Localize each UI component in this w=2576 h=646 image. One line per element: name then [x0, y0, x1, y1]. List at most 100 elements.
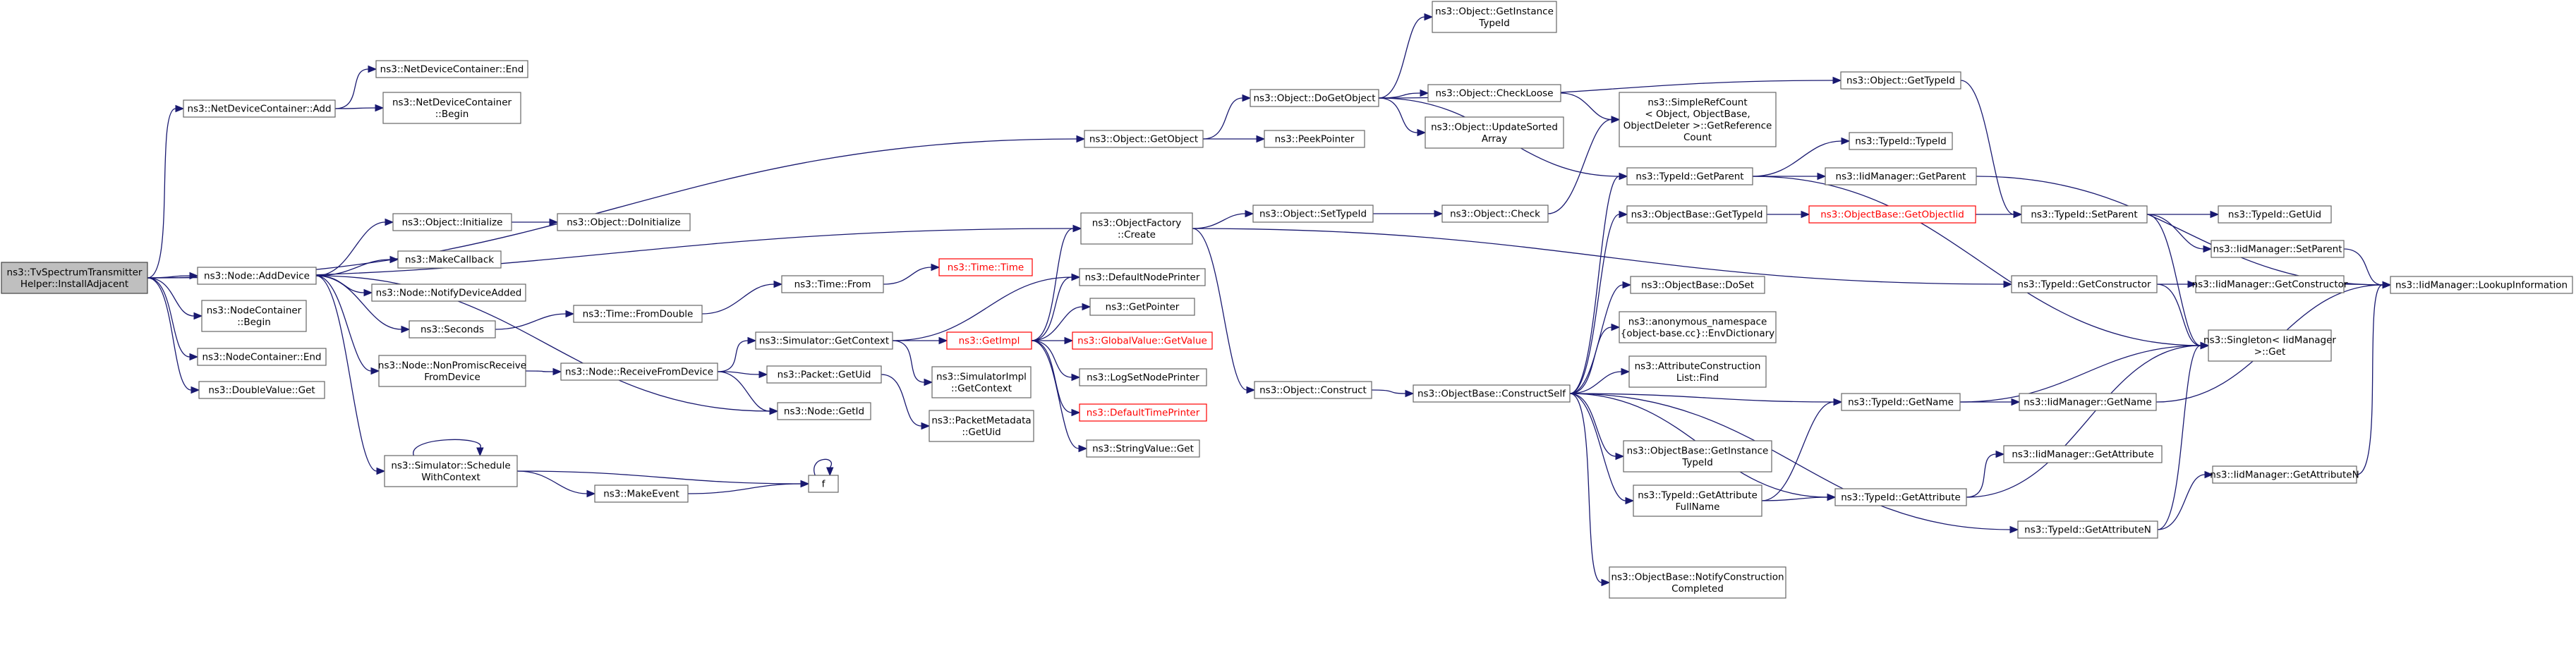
call-edge	[1569, 393, 1611, 587]
function-node-node-container-end[interactable]: ns3::NodeContainer::End	[197, 348, 327, 366]
function-node-sim-get-context[interactable]: ns3::Simulator::GetContext	[755, 331, 893, 350]
function-node-obj-initialize[interactable]: ns3::Object::Initialize	[392, 213, 512, 231]
function-node-log-set-node-printer[interactable]: ns3::LogSetNodePrinter	[1079, 368, 1207, 386]
function-node-ndc-end[interactable]: ns3::NetDeviceContainer::End	[375, 60, 528, 78]
function-node-obj-get-type-id[interactable]: ns3::Object::GetTypeId	[1840, 71, 1961, 90]
function-node-iid-get-attribute[interactable]: ns3::IidManager::GetAttribute	[2003, 445, 2163, 463]
function-node-node-add-device[interactable]: ns3::Node::AddDevice	[197, 267, 317, 285]
function-node-type-id-get-constructor[interactable]: ns3::TypeId::GetConstructor	[2011, 275, 2158, 293]
node-box	[1630, 276, 1765, 294]
function-node-construct-self[interactable]: ns3::ObjectBase::ConstructSelf	[1413, 384, 1571, 403]
function-node-iid-get-constructor[interactable]: ns3::IidManager::GetConstructor	[2192, 275, 2348, 293]
function-node-seconds[interactable]: ns3::Seconds	[409, 320, 496, 339]
edge-arrowhead	[1801, 210, 1810, 219]
node-label-line: ns3::Simulator::GetContext	[759, 336, 889, 347]
function-node-iid-set-parent[interactable]: ns3::IidManager::SetParent	[2211, 240, 2345, 258]
node-box	[1252, 205, 1374, 223]
function-node-time-from[interactable]: ns3::Time::From	[781, 275, 884, 293]
function-node-type-id-type-id[interactable]: ns3::TypeId::TypeId	[1849, 132, 1953, 150]
edge-arrowhead	[1995, 450, 2005, 458]
function-node-node-container-begin[interactable]: ns3::NodeContainer::Begin	[201, 300, 307, 332]
function-node-obj-base-do-set[interactable]: ns3::ObjectBase::DoSet	[1630, 276, 1765, 294]
node-label-line: ns3::ObjectFactory	[1092, 217, 1182, 228]
function-node-obj-base-get-object-iid[interactable]: ns3::ObjectBase::GetObjectIid	[1808, 205, 1976, 224]
function-node-make-callback[interactable]: ns3::MakeCallback	[397, 250, 502, 269]
function-node-make-event[interactable]: ns3::MakeEvent	[594, 484, 689, 503]
node-label-line: ns3::ObjectBase::GetTypeId	[1631, 209, 1763, 221]
function-node-obj-construct[interactable]: ns3::Object::Construct	[1254, 381, 1372, 399]
edge-line	[1560, 92, 1612, 121]
edge-arrowhead	[1071, 273, 1081, 281]
function-node-f[interactable]: f	[808, 475, 839, 493]
edge-line	[516, 470, 802, 484]
function-node-packet-metadata-get-uid[interactable]: ns3::PacketMetadata::GetUid	[929, 410, 1034, 442]
function-node-obj-base-get-type-id[interactable]: ns3::ObjectBase::GetTypeId	[1626, 205, 1767, 224]
function-node-get-pointer[interactable]: ns3::GetPointer	[1089, 298, 1195, 316]
function-node-get-object[interactable]: ns3::Object::GetObject	[1084, 130, 1204, 148]
function-node-type-id-get-attribute[interactable]: ns3::TypeId::GetAttribute	[1834, 488, 1967, 506]
edge-line	[2156, 284, 2201, 346]
function-node-peek-pointer[interactable]: ns3::PeekPointer	[1264, 130, 1365, 148]
function-node-root[interactable]: ns3::TvSpectrumTransmitterHelper::Instal…	[1, 262, 148, 294]
function-node-default-time-printer[interactable]: ns3::DefaultTimePrinter	[1079, 403, 1207, 422]
function-node-time-from-double[interactable]: ns3::Time::FromDouble	[573, 305, 703, 323]
function-node-notify-construction-completed[interactable]: ns3::ObjectBase::NotifyConstructionCompl…	[1609, 566, 1786, 599]
function-node-type-id-get-name[interactable]: ns3::TypeId::GetName	[1841, 393, 1961, 411]
node-box	[1825, 167, 1977, 185]
function-node-obj-do-initialize[interactable]: ns3::Object::DoInitialize	[557, 213, 691, 231]
function-node-singleton-get[interactable]: ns3::Singleton< IidManager>::Get	[2203, 329, 2336, 362]
edge-arrowhead	[1625, 496, 1635, 505]
edge-arrowhead	[189, 272, 199, 280]
edge-arrowhead	[924, 378, 933, 386]
function-node-type-id-get-uid[interactable]: ns3::TypeId::GetUid	[2218, 205, 2332, 224]
edge-line	[687, 483, 802, 494]
function-node-simple-ref-count[interactable]: ns3::SimpleRefCount< Object, ObjectBase,…	[1619, 92, 1777, 147]
node-box	[2218, 205, 2332, 224]
function-node-string-value-get[interactable]: ns3::StringValue::Get	[1086, 439, 1200, 458]
function-node-ndc-add[interactable]: ns3::NetDeviceContainer::Add	[183, 99, 336, 118]
function-node-receive-from-device[interactable]: ns3::Node::ReceiveFromDevice	[560, 362, 718, 381]
function-node-time-time[interactable]: ns3::Time::Time	[938, 258, 1033, 276]
function-node-iid-get-attribute-n[interactable]: ns3::IidManager::GetAttributeN	[2210, 465, 2359, 484]
call-edge	[1031, 340, 1088, 453]
function-node-lookup-info[interactable]: ns3::IidManager::LookupInformation	[2390, 276, 2573, 294]
function-node-notify-device-added[interactable]: ns3::Node::NotifyDeviceAdded	[371, 284, 526, 302]
function-node-type-id-get-attribute-n[interactable]: ns3::TypeId::GetAttributeN	[2017, 520, 2158, 539]
call-edge	[2157, 280, 2197, 288]
node-box	[777, 402, 871, 420]
function-node-sim-impl-get-context[interactable]: ns3::SimulatorImpl::GetContext	[931, 366, 1032, 398]
function-node-type-id-get-parent[interactable]: ns3::TypeId::GetParent	[1626, 167, 1753, 185]
function-node-packet-get-uid[interactable]: ns3::Packet::GetUid	[766, 365, 882, 384]
node-label-line: ns3::Time::Time	[948, 262, 1024, 274]
function-node-iid-get-parent[interactable]: ns3::IidManager::GetParent	[1825, 167, 1977, 185]
function-node-global-value-get-value[interactable]: ns3::GlobalValue::GetValue	[1072, 331, 1213, 350]
function-node-anon-env-dict[interactable]: ns3::anonymous_namespace{object-base.cc}…	[1619, 311, 1777, 343]
function-node-obj-factory-create[interactable]: ns3::ObjectFactory::Create	[1080, 212, 1193, 245]
function-node-type-id-set-parent[interactable]: ns3::TypeId::SetParent	[2021, 205, 2148, 224]
function-node-obj-set-type-id[interactable]: ns3::Object::SetTypeId	[1252, 205, 1374, 223]
node-box	[929, 410, 1034, 442]
edge-line	[334, 68, 369, 109]
function-node-node-get-id[interactable]: ns3::Node::GetId	[777, 402, 871, 420]
function-node-do-get-object[interactable]: ns3::Object::DoGetObject	[1250, 89, 1379, 107]
function-node-ndc-begin[interactable]: ns3::NetDeviceContainer::Begin	[382, 92, 521, 124]
function-node-iid-get-name[interactable]: ns3::IidManager::GetName	[2019, 393, 2157, 411]
function-node-get-impl[interactable]: ns3::GetImpl	[946, 331, 1032, 350]
node-label-line: ns3::IidManager::GetAttributeN	[2210, 470, 2359, 481]
node-box	[1623, 440, 1772, 473]
function-node-double-value-get[interactable]: ns3::DoubleValue::Get	[198, 381, 325, 399]
function-node-check-loose[interactable]: ns3::Object::CheckLoose	[1427, 84, 1561, 102]
function-node-default-node-printer[interactable]: ns3::DefaultNodePrinter	[1079, 268, 1206, 286]
function-node-obj-check[interactable]: ns3::Object::Check	[1441, 205, 1549, 223]
node-box	[2212, 465, 2357, 484]
edge-arrowhead	[1841, 137, 1851, 145]
node-box	[1084, 130, 1204, 148]
